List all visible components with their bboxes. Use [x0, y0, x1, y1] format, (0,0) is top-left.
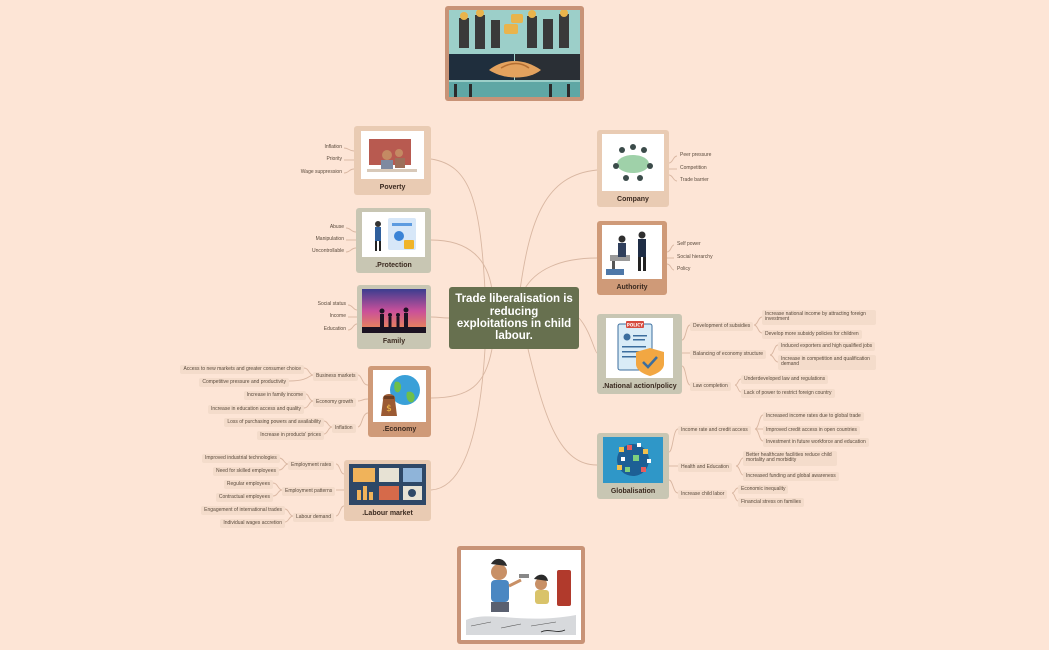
- economy-item[interactable]: Loss of purchasing powers and availabili…: [224, 418, 324, 428]
- globalisation-item[interactable]: Investment in future workforce and educa…: [763, 438, 869, 448]
- node-company[interactable]: Company: [597, 130, 669, 207]
- policy-image: POLICY: [606, 318, 673, 378]
- labour-group[interactable]: Employment patterns: [282, 487, 336, 497]
- company-item[interactable]: Peer pressure: [680, 152, 712, 158]
- globalisation-item[interactable]: Improved credit access in open countries: [763, 426, 860, 436]
- company-item[interactable]: Competition: [680, 165, 707, 171]
- svg-text:$: $: [386, 404, 392, 414]
- family-item[interactable]: Education: [323, 326, 346, 332]
- company-label: Company: [617, 196, 649, 203]
- node-labour-market[interactable]: .Labour market: [344, 460, 431, 521]
- handshake-illustration: [449, 10, 580, 97]
- family-item[interactable]: Income: [329, 313, 346, 319]
- poverty-item[interactable]: Inflation: [324, 144, 342, 150]
- globalisation-item[interactable]: Increased funding and global awareness: [743, 472, 839, 482]
- protection-image: [362, 212, 425, 257]
- globalisation-group[interactable]: Increase child labor: [678, 490, 728, 500]
- labour-market-label: .Labour market: [362, 510, 413, 517]
- authority-item[interactable]: Social hierarchy: [677, 254, 713, 260]
- globalisation-item[interactable]: Better healthcare facilities reduce chil…: [743, 451, 837, 466]
- central-topic[interactable]: Trade liberalisation is reducing exploit…: [449, 287, 579, 349]
- labour-item[interactable]: Individual wages accretion: [220, 519, 285, 529]
- node-poverty[interactable]: Poverty: [354, 126, 431, 195]
- labour-item[interactable]: Regular employees: [223, 480, 273, 490]
- national-group[interactable]: Law completion: [690, 382, 731, 392]
- economy-group[interactable]: Inflation: [332, 424, 356, 434]
- policy-poster-text: POLICY: [627, 323, 643, 328]
- national-item[interactable]: Induced exporters and high qualified job…: [778, 342, 876, 352]
- node-economy[interactable]: $ .Economy: [368, 366, 431, 437]
- protection-item[interactable]: Abuse: [329, 224, 344, 230]
- authority-label: Authority: [616, 284, 648, 291]
- poverty-item[interactable]: Wage suppression: [300, 169, 342, 175]
- protection-label: .Protection: [375, 262, 412, 269]
- national-group[interactable]: Balancing of economy structure: [690, 350, 767, 360]
- economy-item[interactable]: Competitive pressure and productivity: [199, 378, 289, 388]
- economy-image: $: [373, 370, 426, 422]
- globalisation-item[interactable]: Financial stress on families: [738, 498, 805, 508]
- top-image-frame: [445, 6, 584, 101]
- globalisation-group[interactable]: Health and Education: [678, 463, 732, 473]
- authority-image: [602, 225, 662, 279]
- globalisation-group[interactable]: Income rate and credit access: [678, 426, 751, 436]
- family-image: [362, 289, 426, 333]
- labour-item[interactable]: Improved industrial technologies: [202, 454, 280, 464]
- national-item[interactable]: Lack of power to restrict foreign countr…: [741, 389, 835, 399]
- globalisation-item[interactable]: Economic inequality: [738, 485, 789, 495]
- protection-item[interactable]: Manipulation: [315, 236, 344, 242]
- labour-item[interactable]: Contractual employees: [215, 493, 273, 503]
- node-national-action[interactable]: POLICY .National action/policy: [597, 314, 682, 394]
- node-authority[interactable]: Authority: [597, 221, 667, 295]
- bottom-image-frame: [457, 546, 585, 644]
- poverty-label: Poverty: [379, 184, 406, 191]
- family-label: Family: [382, 338, 406, 345]
- economy-item[interactable]: Increase in products' prices: [257, 431, 324, 441]
- labour-item[interactable]: Need for skilled employees: [212, 467, 279, 477]
- national-group[interactable]: Development of subsidies: [690, 322, 754, 332]
- poverty-item[interactable]: Priority: [326, 156, 342, 162]
- national-action-label: .National action/policy: [602, 383, 677, 390]
- economy-item[interactable]: Increase in family income: [243, 391, 306, 401]
- child-labour-sketch: [461, 550, 581, 640]
- company-item[interactable]: Trade barrier: [680, 177, 709, 183]
- protection-item[interactable]: Uncontrollable: [312, 248, 344, 254]
- authority-item[interactable]: Self power: [677, 241, 701, 247]
- authority-item[interactable]: Policy: [677, 266, 691, 272]
- labour-group[interactable]: Employment rates: [288, 461, 335, 471]
- labour-group[interactable]: Labour demand: [293, 513, 335, 523]
- economy-group[interactable]: Business markets: [313, 372, 359, 382]
- economy-label: .Economy: [382, 426, 417, 433]
- globalisation-item[interactable]: Increased income rates due to global tra…: [763, 412, 864, 422]
- national-item[interactable]: Develop more subsidy policies for childr…: [762, 330, 862, 340]
- globalisation-image: [603, 437, 663, 483]
- node-globalisation[interactable]: Globalisation: [597, 433, 669, 499]
- node-protection[interactable]: .Protection: [356, 208, 431, 273]
- poverty-image: [361, 131, 424, 179]
- national-item[interactable]: Underdeveloped law and regulations: [741, 375, 829, 385]
- national-item[interactable]: Increase in competition and qualificatio…: [778, 355, 876, 370]
- globalisation-label: Globalisation: [610, 488, 656, 495]
- company-image: [602, 134, 664, 191]
- node-family[interactable]: Family: [357, 285, 431, 349]
- national-item[interactable]: Increase national income by attracting f…: [762, 310, 876, 325]
- labour-item[interactable]: Engagement of international trades: [201, 506, 285, 516]
- economy-item[interactable]: Increase in education access and quality: [207, 405, 304, 415]
- family-item[interactable]: Social status: [317, 301, 346, 307]
- economy-item[interactable]: Access to new markets and greater consum…: [180, 365, 304, 375]
- economy-group[interactable]: Economy growth: [313, 398, 357, 408]
- labour-market-image: [349, 464, 426, 505]
